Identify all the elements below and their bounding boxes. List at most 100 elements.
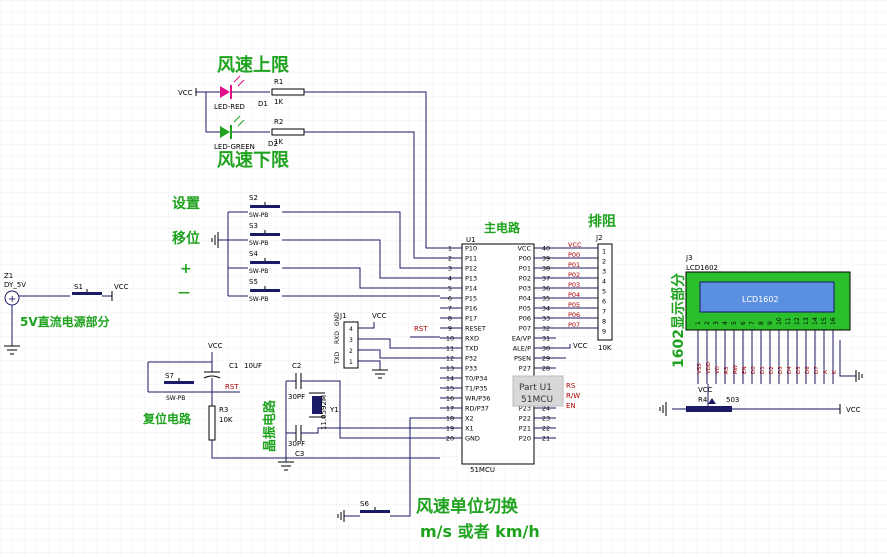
j2-pin-2: 2 (602, 258, 606, 266)
vcc-label-lcd: VCC (698, 386, 713, 394)
capacitor-c1[interactable] (203, 371, 221, 379)
u1-pin-1-num: 1 (448, 245, 452, 253)
u1-pin-33-num: 33 (542, 315, 550, 323)
label-shift: 移位 (172, 230, 200, 247)
j1-pin-1: 1 (349, 359, 353, 366)
j2-pin-3: 3 (602, 268, 606, 276)
switch-s5[interactable]: S5 SW-PB (249, 278, 280, 303)
u1-pin-19-name: X1 (465, 425, 474, 433)
u1-pin-39-num: 39 (542, 255, 550, 263)
j1-pin-2: 2 (349, 348, 353, 355)
lcd-net-d1: D1 (760, 366, 766, 374)
j2-pin-5: 5 (602, 288, 606, 296)
u1-pin-17-num: 17 (446, 405, 454, 413)
r1-ref: R1 (274, 78, 283, 86)
connector-j1[interactable]: J1 4 3 2 1 TXD RXD GND (334, 312, 359, 369)
switch-s2[interactable]: S2 SW-PB (249, 194, 280, 219)
net-p06-label: P06 (568, 311, 580, 319)
lcd-net-vdd: VDD (706, 362, 712, 374)
switch-s3[interactable]: S3 SW-PB (249, 222, 280, 247)
lcd-net-k: K (832, 370, 838, 374)
s6-ref: S6 (360, 500, 369, 508)
j2-pin-4: 4 (602, 278, 606, 286)
u1-pin-37-num: 37 (542, 275, 550, 283)
resistor-r1[interactable] (271, 88, 305, 96)
r2-ref: R2 (274, 118, 283, 126)
u1-pin-10-name: RXD (465, 335, 479, 343)
j2-value: 10K (598, 344, 612, 352)
lcd-pin-1: 1 (695, 321, 702, 325)
lcd-pin-14: 14 (812, 317, 819, 325)
lcd-1602[interactable]: J3 LCD1602 LCD1602 1VSS2VDD3VO4RS5RW6EN7… (685, 254, 851, 384)
lcd-net-vo: VO (715, 365, 721, 374)
u1-pin-12-name: P32 (465, 355, 477, 363)
u1-pin-1-name: P10 (465, 245, 477, 253)
vcc-label-j1: VCC (372, 312, 387, 320)
switch-s6[interactable]: S6 (360, 500, 390, 513)
s5-ref: S5 (249, 278, 258, 286)
u1-pin-20-num: 20 (446, 435, 454, 443)
switch-s1[interactable]: S1 (72, 283, 102, 295)
net-p07-label: P07 (568, 321, 580, 329)
j1-ref: J1 (339, 312, 347, 320)
u1-pin-32-num: 32 (542, 325, 550, 333)
lcd-pins: 1VSS2VDD3VO4RS5RW6EN7D08D19D210D311D412D… (695, 317, 838, 384)
u1-pin-16-name: WR/P36 (465, 395, 490, 403)
c3-value: 30PF (288, 440, 305, 448)
u1-pin-7-num: 7 (448, 305, 452, 313)
label-crystal-circuit: 晶振电路 (262, 399, 278, 452)
label-minus: — (178, 285, 190, 299)
net-p04-label: P04 (568, 291, 580, 299)
led-d2[interactable] (220, 115, 245, 139)
switch-s4[interactable]: S4 SW-PB (249, 250, 280, 275)
j1-name-rxd: RXD (334, 331, 341, 344)
u1-pin-40-name: VCC (517, 245, 531, 253)
lcd-pin-7: 7 (749, 321, 756, 325)
en-net-u1: EN (566, 402, 576, 410)
c1-value: 10UF (244, 362, 262, 370)
label-main-circuit: 主电路 (484, 220, 521, 235)
u1-pin-33-name: P06 (519, 315, 531, 323)
lcd-pin-16: 16 (830, 317, 837, 325)
rst-net-u1: RST (414, 325, 428, 333)
net-p01-label: P01 (568, 261, 580, 269)
u1-pin-13-name: P33 (465, 365, 477, 373)
resistor-r3[interactable] (208, 405, 216, 441)
j1-name-txd: TXD (334, 351, 341, 365)
net-p05-label: P05 (568, 301, 580, 309)
u1-pin-6-num: 6 (448, 295, 452, 303)
u1-pin-21-name: P20 (519, 435, 531, 443)
u1-pin-35-num: 35 (542, 295, 550, 303)
u1-pin-18-num: 18 (446, 415, 454, 423)
potentiometer-r4[interactable]: VCC R4 503 (686, 384, 739, 412)
s7-ref: S7 (165, 372, 174, 380)
r1-value: 1K (274, 98, 283, 106)
u1-pin-14-name: T0/P34 (464, 375, 488, 383)
tooltip-line1: Part U1 (519, 383, 552, 393)
j1-name-gnd: GND (334, 312, 341, 326)
u1-pin-3-num: 3 (448, 265, 452, 273)
u1-pin-9-num: 9 (448, 325, 452, 333)
crystal-y1[interactable] (309, 392, 325, 418)
switch-s7[interactable]: S7 SW-PB (164, 372, 194, 402)
label-resistor-array: 排阻 (588, 213, 616, 230)
led-d1[interactable] (220, 75, 245, 99)
label-wind-lower: 风速下限 (217, 149, 290, 171)
u1-pin-30-name: ALE/P (513, 345, 531, 353)
c3-ref: C3 (295, 450, 304, 458)
c2-ref: C2 (292, 362, 301, 370)
u1-pin-35-name: P04 (519, 295, 531, 303)
u1-pin-24-num: 24 (542, 405, 550, 413)
lcd-pin-8: 8 (758, 321, 765, 325)
j2-ref: J2 (595, 234, 603, 242)
resistor-r2[interactable] (271, 128, 305, 136)
u1-ref: U1 (466, 236, 476, 244)
lcd-net-d5: D5 (796, 366, 802, 374)
z1-type: DY_5V (4, 281, 26, 289)
